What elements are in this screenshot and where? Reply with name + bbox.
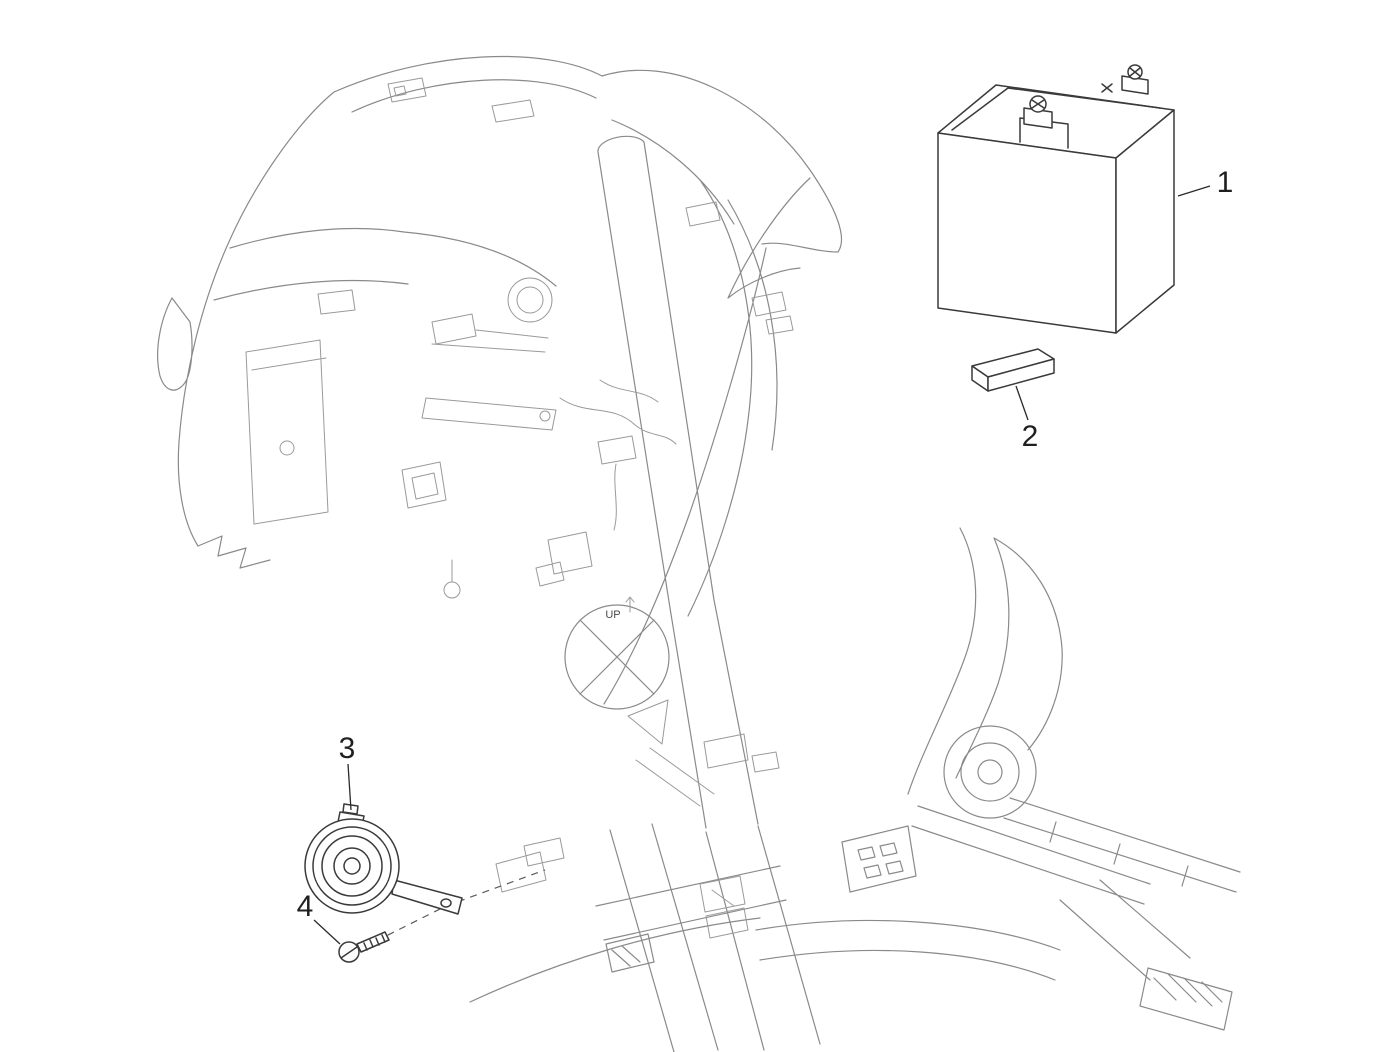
callout-1-leader [1177, 185, 1211, 197]
up-marking-label: UP [605, 609, 620, 621]
battery-illustration [937, 64, 1175, 334]
horn-center-ring [333, 847, 371, 885]
screw-threads [363, 934, 386, 951]
callout-3-label: 3 [339, 732, 356, 765]
callout-1-label: 1 [1217, 166, 1234, 199]
fuse-side-face [987, 358, 1055, 392]
horn-illustration [304, 803, 546, 942]
bolt-head-circle [443, 581, 461, 599]
circle-x-ring [564, 604, 670, 710]
cowl-outline-path [157, 55, 843, 705]
up-arrow-icon [625, 596, 635, 613]
battery-terminal-right-base [1121, 75, 1149, 95]
fork-legs-path [469, 823, 1061, 1052]
circle-x-cross-path [579, 619, 655, 695]
battery-x-mark [1101, 83, 1113, 93]
frame-illustration: UP [157, 55, 1241, 1052]
circle-x-marking: UP [564, 596, 670, 710]
battery-lid-inset-line [951, 87, 1161, 131]
bracket-hole-circle [539, 410, 551, 422]
callout-2-leader [1015, 385, 1029, 421]
rear-hub-outer-circle [943, 725, 1037, 819]
horn-bracket [391, 879, 463, 915]
headlamp-inner-circle [516, 286, 544, 314]
horn-mid-ring [312, 826, 392, 906]
headlamp-circle [507, 277, 553, 323]
horn-outer-ring [304, 818, 400, 914]
rear-frame-path [841, 527, 1241, 1031]
horn-inner-ring [321, 835, 383, 897]
rear-hub-mid-circle [960, 742, 1020, 802]
battery-terminal-right-slot [1129, 67, 1141, 77]
steering-column-path [597, 135, 759, 829]
callout-2-label: 2 [1022, 420, 1039, 453]
screw-head-slot [340, 946, 358, 959]
frame-details-path [245, 77, 794, 939]
callout-3-leader [347, 763, 352, 811]
screw-illustration [338, 931, 390, 963]
battery-side-face [1115, 109, 1175, 334]
rear-hub-inner-circle [977, 759, 1003, 785]
horn-center-dot [343, 857, 361, 875]
callout-4-leader [313, 919, 341, 945]
fuse-illustration [971, 348, 1055, 392]
battery-terminal-left-slot [1031, 99, 1045, 109]
left-box-hole-circle [279, 440, 295, 456]
battery-front-face [937, 132, 1117, 334]
horn-bracket-hole [440, 898, 452, 908]
callout-4-label: 4 [297, 890, 314, 923]
